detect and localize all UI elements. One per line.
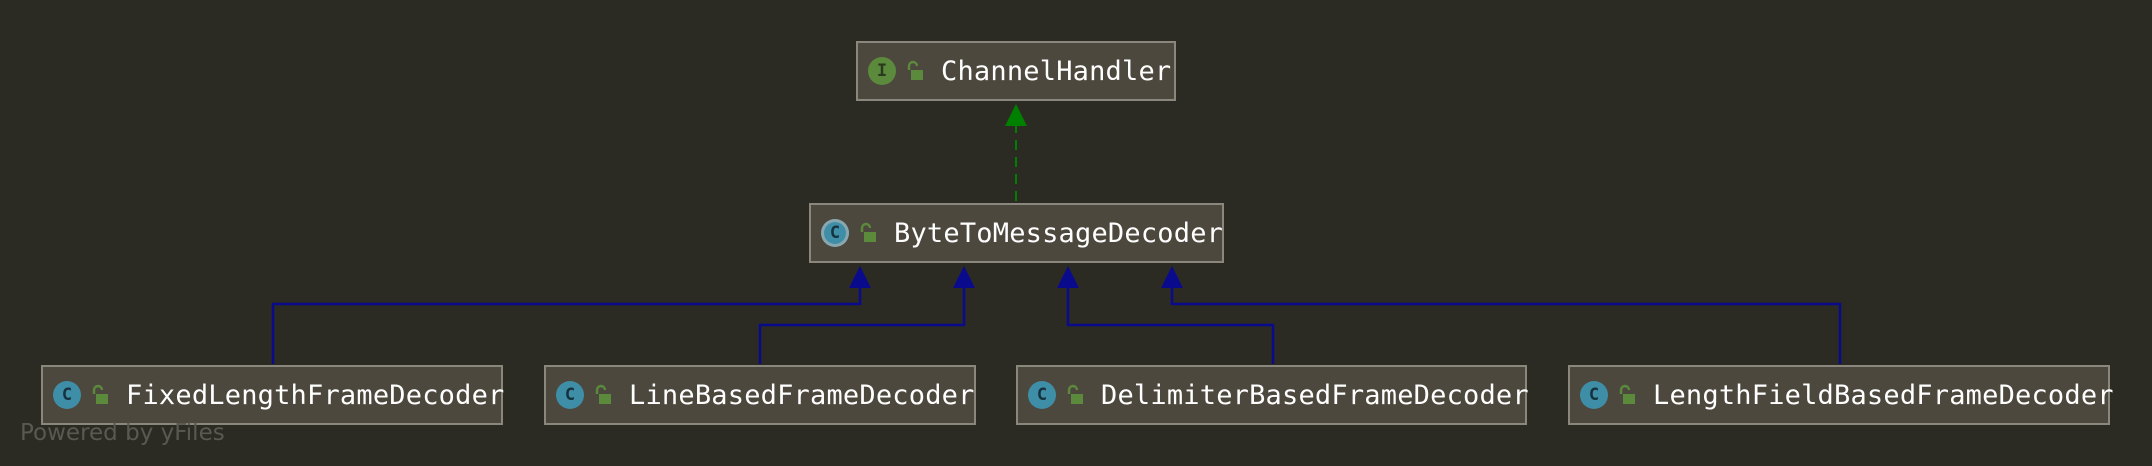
node-label: LineBasedFrameDecoder <box>629 379 975 411</box>
class-icon: C <box>556 381 584 409</box>
unlock-icon <box>860 222 876 242</box>
unlock-icon <box>595 384 611 404</box>
unlock-icon <box>1067 384 1083 404</box>
node-label: DelimiterBasedFrameDecoder <box>1101 379 1529 411</box>
node-fixed-length-frame-decoder[interactable]: C FixedLengthFrameDecoder <box>41 365 505 425</box>
arrowhead-extends-delimiter-based <box>1057 266 1079 288</box>
node-label: FixedLengthFrameDecoder <box>126 379 505 411</box>
interface-icon: I <box>868 57 896 85</box>
arrowhead-extends-line-based <box>953 266 975 288</box>
unlock-icon <box>907 60 923 80</box>
node-label: ByteToMessageDecoder <box>894 217 1224 249</box>
abstract-class-icon: C <box>821 219 849 247</box>
unlock-icon <box>1619 384 1635 404</box>
node-label: ChannelHandler <box>941 55 1172 87</box>
node-byte-to-message-decoder[interactable]: C ByteToMessageDecoder <box>809 203 1224 263</box>
node-line-based-frame-decoder[interactable]: C LineBasedFrameDecoder <box>544 365 976 425</box>
edge-extends-line-based <box>758 288 966 364</box>
edge-extends-fixed-length <box>271 288 862 364</box>
arrowhead-extends-length-field-based <box>1161 266 1183 288</box>
edge-extends-length-field-based <box>1170 288 1842 364</box>
class-icon: C <box>53 381 81 409</box>
class-icon: C <box>1580 381 1608 409</box>
unlock-icon <box>92 384 108 404</box>
arrowhead-implements <box>1005 104 1027 126</box>
node-delimiter-based-frame-decoder[interactable]: C DelimiterBasedFrameDecoder <box>1016 365 1529 425</box>
node-label: LengthFieldBasedFrameDecoder <box>1653 379 2114 411</box>
node-length-field-based-frame-decoder[interactable]: C LengthFieldBasedFrameDecoder <box>1568 365 2114 425</box>
class-icon: C <box>1028 381 1056 409</box>
edge-extends-delimiter-based <box>1066 288 1275 364</box>
arrowhead-extends-fixed-length <box>849 266 871 288</box>
watermark: Powered by yFiles <box>20 420 225 446</box>
node-channel-handler[interactable]: I ChannelHandler <box>856 41 1176 101</box>
